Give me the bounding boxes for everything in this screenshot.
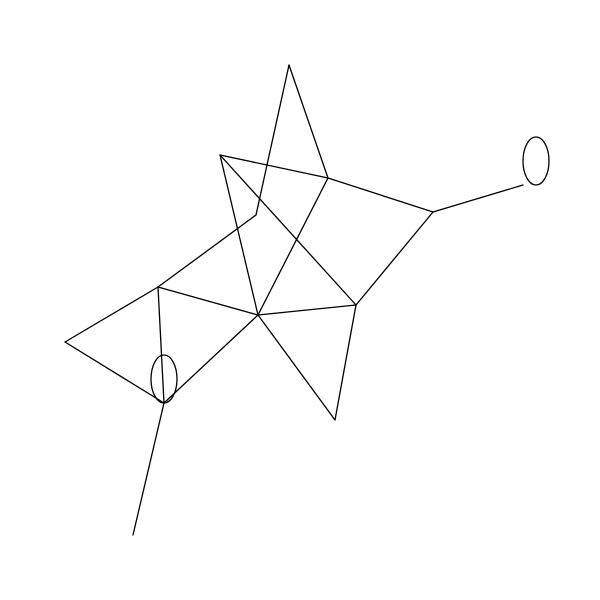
edge-center-to-right-mid [257, 304, 357, 316]
edge-lower-left-tail [132, 402, 165, 536]
edge-left-mid-to-far-left [64, 286, 159, 343]
edge-center-to-bottom-right [257, 314, 336, 421]
edge-far-right-to-right-mid [355, 211, 434, 306]
edge-left-mid-to-center [157, 286, 259, 316]
edge-center-to-lower-left [163, 314, 259, 404]
edge-upper-left-to-center [219, 154, 259, 316]
edge-far-left-to-lower-left [64, 341, 165, 404]
edge-top-peak-left [255, 64, 290, 216]
edge-upper-right-to-center [257, 177, 329, 316]
edge-far-right-to-right-ring [432, 184, 524, 213]
edge-left-mid-to-lower-left [157, 286, 165, 404]
edge-right-mid-to-bottom-right [334, 304, 357, 421]
ring-lower-left-ellipse [150, 354, 178, 404]
edge-upper-left-to-right-mid [219, 154, 357, 306]
edge-top-peak-right [288, 64, 329, 179]
ring-right-ellipse [522, 136, 550, 186]
edge-upper-left-to-upper-right [219, 154, 329, 179]
edge-mid-to-left-mid [157, 214, 257, 288]
edge-upper-right-to-far-right [327, 177, 434, 213]
